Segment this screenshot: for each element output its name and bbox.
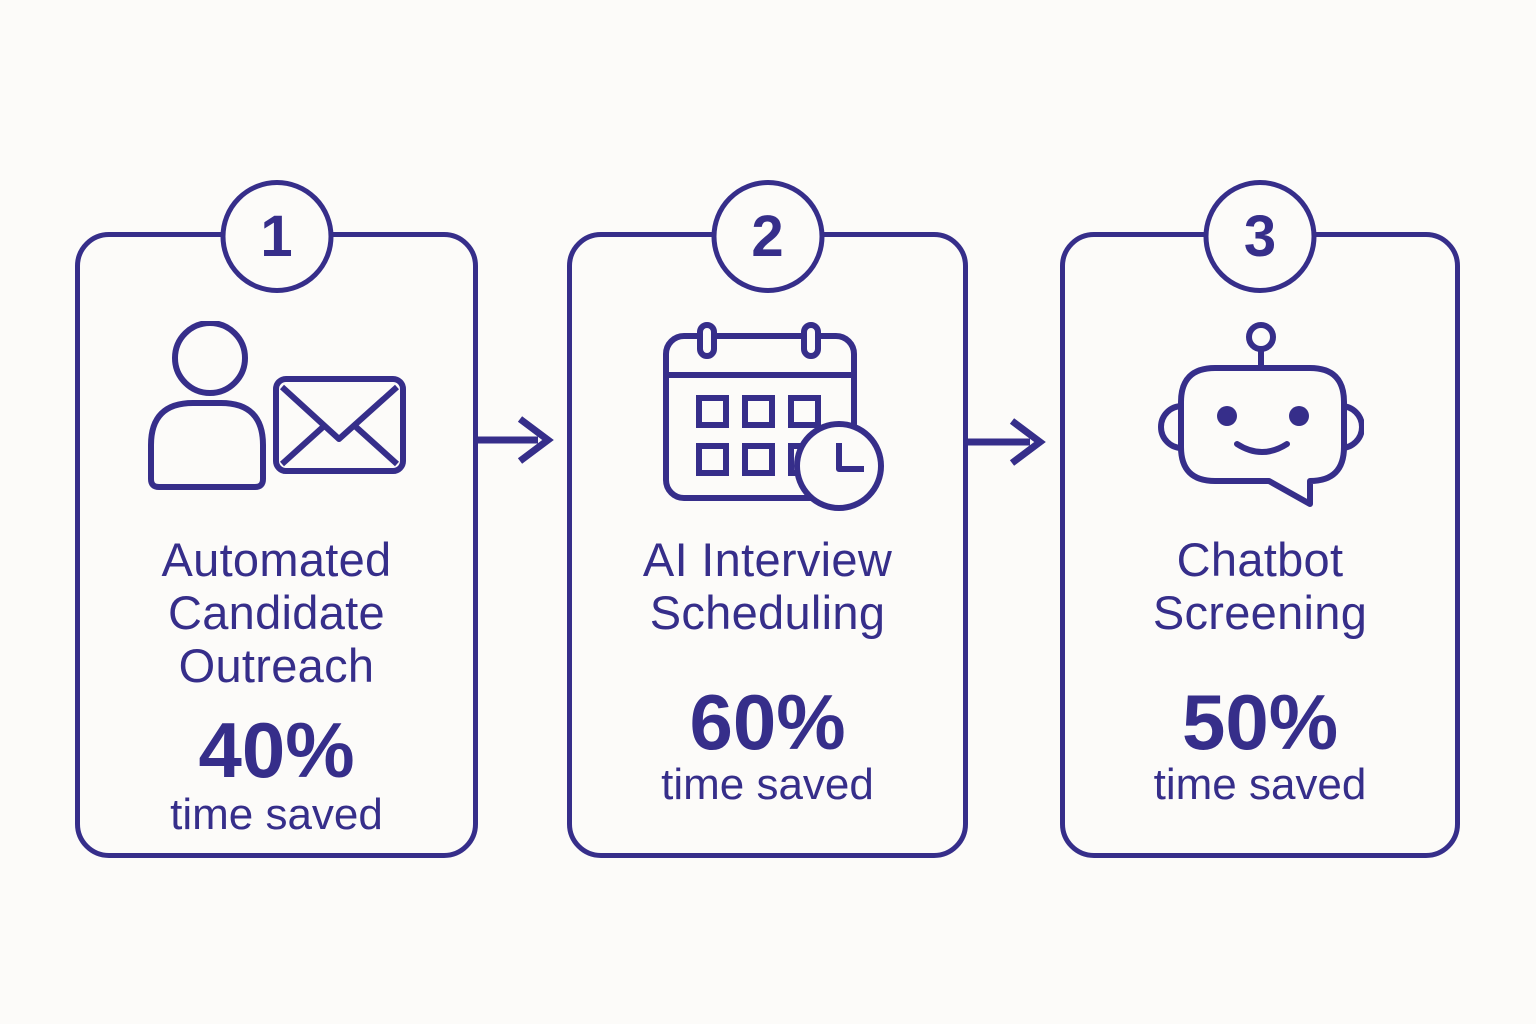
- robot-antenna: [1246, 322, 1276, 352]
- robot-smile: [1234, 441, 1290, 455]
- calendar-clock-icon: [662, 322, 884, 511]
- chatbot-icon: [1065, 321, 1455, 511]
- title-line: Automated: [161, 533, 392, 586]
- robot-right-eye: [1289, 406, 1309, 426]
- chatbot-icon: [1158, 322, 1364, 507]
- step-title: AI Interview Scheduling: [572, 533, 963, 639]
- arrow-right-icon: [476, 416, 554, 464]
- percent-value: 50%: [1181, 678, 1339, 766]
- percent-caption: time saved: [1153, 760, 1367, 809]
- title-line: Chatbot: [1176, 533, 1344, 586]
- person-icon: [147, 321, 266, 490]
- arrow-right-icon: [968, 418, 1046, 466]
- robot-head-speech-bubble: [1178, 365, 1347, 507]
- step-3-number-badge: 3: [1203, 180, 1317, 293]
- step-number: 2: [751, 203, 784, 269]
- step-card-3: 3 Chatbot Screening 50% time saved: [1060, 180, 1460, 858]
- envelope-icon: [272, 376, 406, 474]
- step-2-number-badge: 2: [711, 180, 824, 293]
- percent-caption: time saved: [170, 790, 383, 839]
- robot-left-eye: [1217, 406, 1237, 426]
- title-line: Scheduling: [649, 586, 886, 639]
- percent-value: 40%: [198, 706, 355, 794]
- calendar-clock-icon: [572, 321, 963, 513]
- percent-caption: time saved: [661, 760, 874, 809]
- step-1-number-badge: 1: [220, 180, 333, 293]
- title-line: Screening: [1152, 586, 1368, 639]
- step-title: Chatbot Screening: [1065, 533, 1455, 639]
- person-envelope-icon: [147, 321, 406, 490]
- calendar-icon: [662, 322, 857, 501]
- title-line: AI Interview: [642, 533, 893, 586]
- person-envelope-icon: [80, 321, 473, 491]
- title-line: Candidate: [168, 586, 385, 639]
- title-line: Outreach: [178, 639, 375, 692]
- step-number: 1: [260, 203, 293, 269]
- step-card-1: 1 Automated Candidate Outreach 40%: [75, 180, 478, 858]
- step-number: 3: [1243, 203, 1277, 269]
- clock-icon: [793, 421, 884, 511]
- percent-value: 60%: [689, 678, 846, 766]
- step-card-2: 2: [567, 180, 968, 858]
- step-title: Automated Candidate Outreach: [80, 533, 473, 692]
- robot-icon: [1158, 322, 1364, 507]
